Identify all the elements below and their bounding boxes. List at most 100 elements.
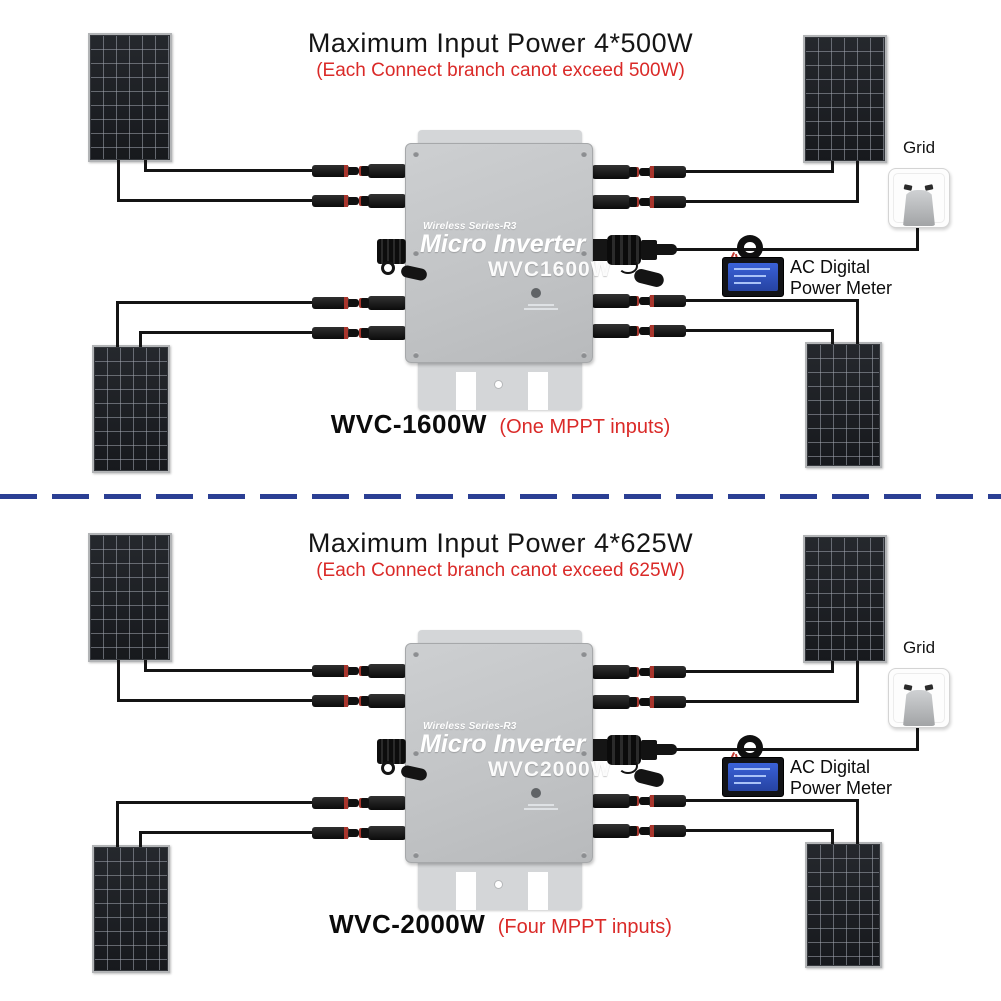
grid-label: Grid — [902, 138, 936, 157]
mc4-connector-pair — [312, 662, 406, 680]
ac-wire — [676, 748, 919, 751]
lcd-readout-line — [734, 268, 770, 270]
mounting-notch — [528, 872, 548, 910]
dc-wire — [116, 301, 119, 347]
mc4-male-connector — [312, 665, 359, 677]
section-warning: (Each Connect branch canot exceed 500W) — [316, 60, 685, 81]
mc4-female-connector — [361, 194, 406, 208]
ac-port-left-cap-tether — [381, 261, 395, 275]
mc4-male-connector — [312, 695, 359, 707]
footer-note-label: (Four MPPT inputs) — [497, 916, 672, 938]
mc4-connector-pair — [312, 824, 406, 842]
dc-wire — [831, 661, 834, 673]
mounting-notch — [456, 372, 476, 410]
ct-clamp — [737, 235, 763, 260]
section-warning: (Each Connect branch canot exceed 625W) — [316, 560, 685, 581]
solar-panel-bottom-left — [92, 345, 170, 473]
led-caption-smudge — [524, 808, 558, 810]
screw — [413, 352, 419, 358]
inverter-body — [405, 143, 593, 363]
screw — [581, 352, 587, 358]
dc-wire — [116, 801, 314, 804]
power-plug — [903, 690, 935, 726]
dc-wire — [686, 700, 859, 703]
inverter-series-label: Wireless Series-R3 — [423, 221, 517, 232]
solar-panel-top-left — [88, 33, 172, 162]
inverter-led — [531, 288, 541, 298]
solar-panel-bottom-left — [92, 845, 170, 973]
dc-wire — [856, 799, 859, 844]
mc4-female-connector — [361, 826, 406, 840]
ac-output-connector — [641, 240, 657, 260]
mc4-male-connector — [649, 666, 686, 678]
ac-connector-cap — [632, 767, 666, 789]
meter-label-line1: AC Digital — [790, 257, 871, 277]
section-wvc-2000w: Maximum Input Power 4*625W (Each Connect… — [0, 500, 1001, 997]
mc4-connector-pair — [312, 692, 406, 710]
section-title: Maximum Input Power 4*500W — [307, 28, 694, 58]
mc4-female-connector — [361, 296, 406, 310]
ct-clamp — [737, 735, 763, 760]
wall-outlet — [888, 668, 950, 728]
dc-wire — [831, 161, 834, 173]
meter-label-line2: Power Meter — [790, 278, 893, 298]
dc-wire — [117, 699, 314, 702]
mc4-male-connector — [649, 196, 686, 208]
mc4-female-connector — [592, 824, 630, 838]
mc4-connector-pair — [592, 663, 686, 681]
meter-lcd-screen — [728, 263, 778, 291]
mc4-male-connector — [649, 295, 686, 307]
mounting-hole — [494, 380, 503, 389]
ac-output-connector — [641, 740, 657, 760]
dc-wire — [686, 329, 834, 332]
mc4-connector-pair — [592, 292, 686, 310]
section-wvc-1600w: Maximum Input Power 4*500W (Each Connect… — [0, 0, 1001, 497]
ac-power-meter — [722, 257, 784, 297]
inverter-model-label: WVC2000W — [488, 758, 612, 781]
ac-output-connector — [593, 739, 607, 761]
inverter-model-label: WVC1600W — [488, 258, 612, 281]
mc4-male-connector — [649, 166, 686, 178]
dc-wire — [144, 160, 147, 172]
footer-note-label: (One MPPT inputs) — [499, 416, 671, 438]
mc4-female-connector — [592, 324, 630, 338]
inverter-led — [531, 788, 541, 798]
mc4-male-connector — [649, 696, 686, 708]
lcd-readout-line — [734, 275, 766, 277]
lcd-readout-line — [734, 282, 761, 284]
dc-wire — [117, 199, 314, 202]
dc-wire — [117, 660, 120, 702]
screw — [581, 750, 587, 756]
ac-port-left — [377, 239, 406, 264]
mc4-male-connector — [649, 825, 686, 837]
dc-wire — [144, 660, 147, 672]
mc4-connector-pair — [312, 294, 406, 312]
meter-label-line1: AC Digital — [790, 757, 871, 777]
mc4-connector-pair — [592, 322, 686, 340]
inverter-product-label: Micro Inverter — [420, 230, 586, 258]
mc4-connector-pair — [312, 192, 406, 210]
mc4-female-connector — [592, 165, 630, 179]
mc4-female-connector — [592, 794, 630, 808]
dc-wire — [686, 200, 859, 203]
mounting-notch — [528, 372, 548, 410]
dc-wire — [116, 301, 314, 304]
mc4-male-connector — [312, 797, 359, 809]
screw — [413, 750, 419, 756]
section-footer: WVC-2000W (Four MPPT inputs) — [0, 909, 1001, 940]
mc4-connector-pair — [592, 693, 686, 711]
ac-output-connector — [657, 244, 677, 255]
mc4-male-connector — [312, 195, 359, 207]
screw — [581, 852, 587, 858]
footer-model-label: WVC-2000W — [329, 909, 486, 939]
ac-port-left — [377, 739, 406, 764]
mc4-connector-pair — [312, 162, 406, 180]
ac-output-connector — [657, 744, 677, 755]
dc-wire — [139, 331, 142, 347]
dc-wire — [686, 799, 859, 802]
meter-lcd-screen — [728, 763, 778, 791]
mc4-female-connector — [592, 195, 630, 209]
lcd-readout-line — [734, 768, 770, 770]
lcd-readout-line — [734, 775, 766, 777]
